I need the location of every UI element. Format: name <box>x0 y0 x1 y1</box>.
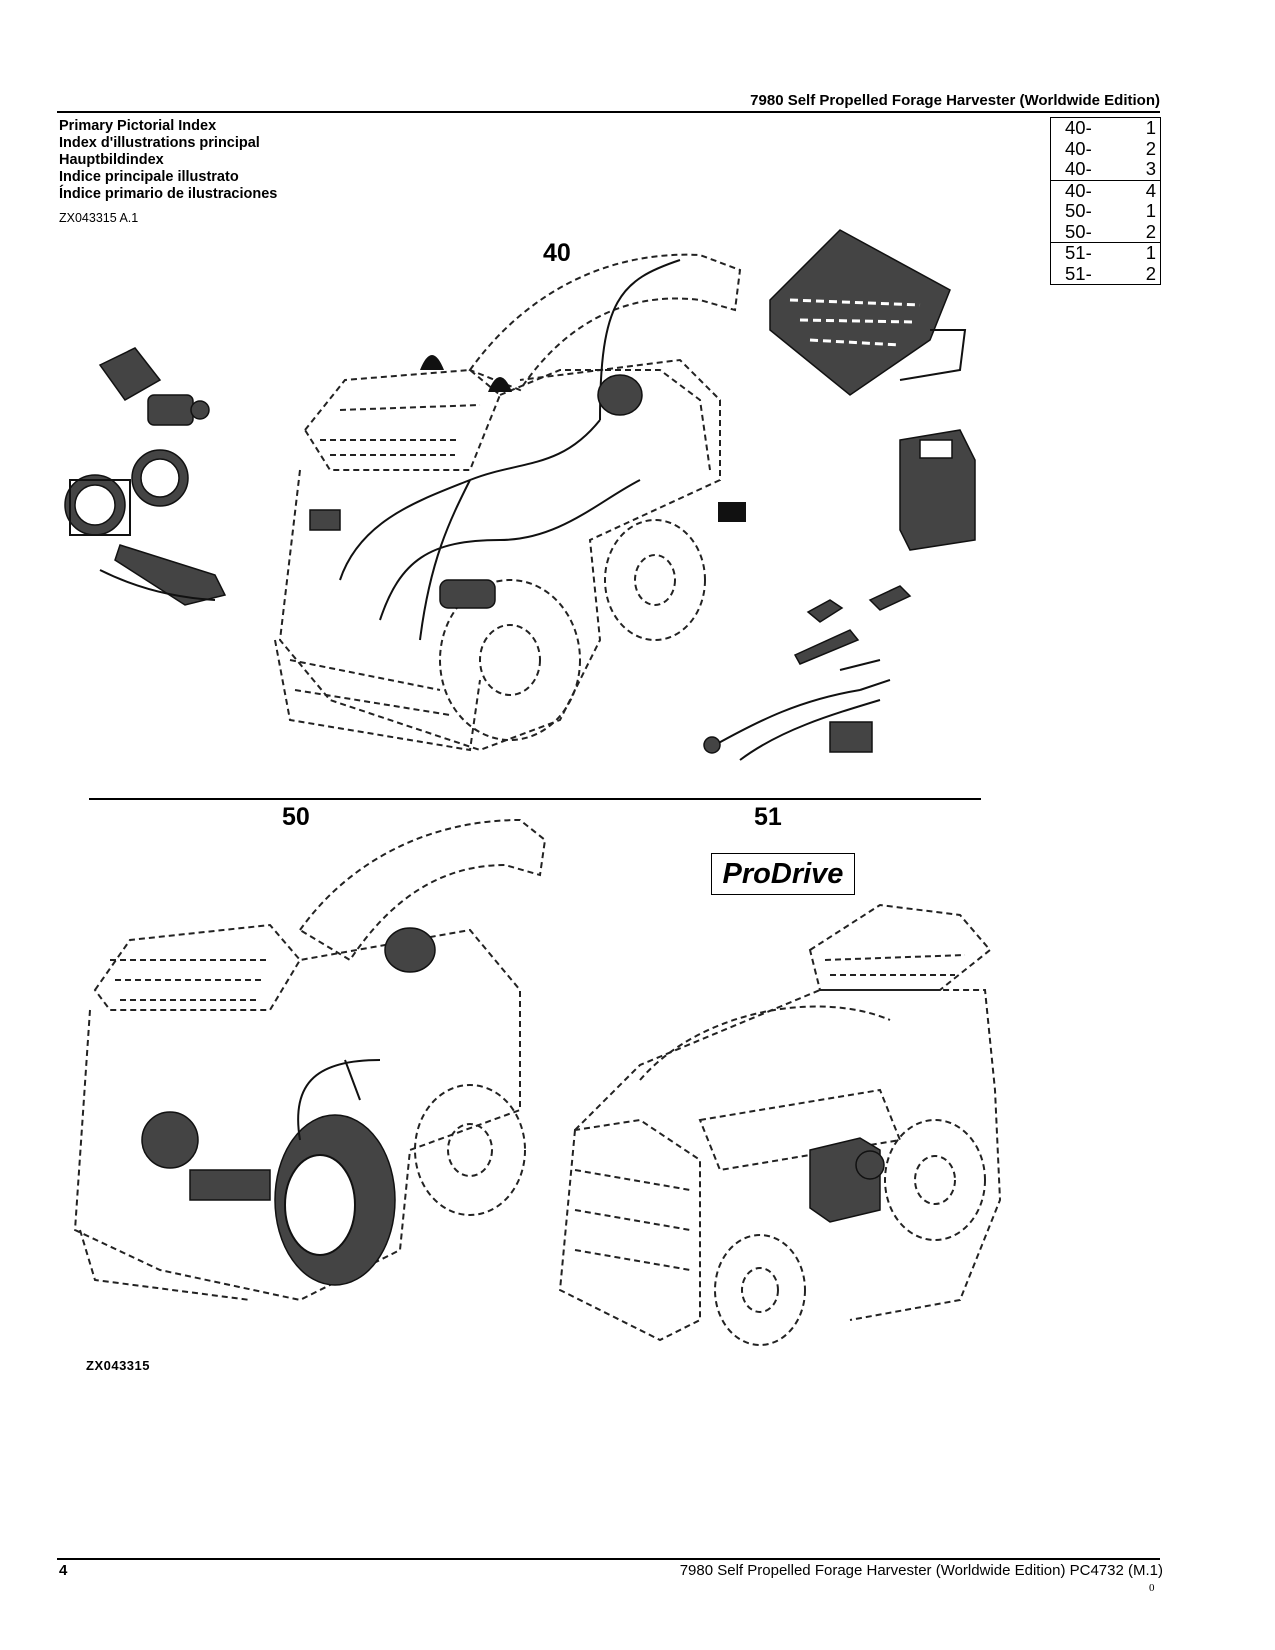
index-section: 40- <box>1065 137 1092 159</box>
footer-divider <box>57 1558 1160 1560</box>
round-connector-icon[interactable] <box>64 449 189 536</box>
page-number: 4 <box>59 1562 68 1579</box>
section-number-51: 51 <box>754 803 782 831</box>
index-section: 51- <box>1065 262 1092 284</box>
index-group: 40- 1 40- 2 40- 3 <box>1051 117 1160 181</box>
index-page: 3 <box>1145 158 1156 179</box>
index-row[interactable]: 40- 1 <box>1051 117 1160 139</box>
index-row[interactable]: 40- 4 <box>1051 179 1160 202</box>
title-spanish: Índice primario de ilustraciones <box>59 186 278 202</box>
index-group: 40- 4 50- 1 50- 2 <box>1051 179 1160 243</box>
index-section: 40- <box>1065 117 1092 138</box>
index-page: 1 <box>1145 117 1156 138</box>
index-section: 51- <box>1065 242 1092 263</box>
harvester-illustration-50[interactable] <box>73 818 547 1302</box>
index-page: 2 <box>1145 220 1156 242</box>
title-french: Index d'illustrations principal <box>59 135 260 151</box>
index-titles: Primary Pictorial Index Index d'illustra… <box>59 118 277 203</box>
index-page: 2 <box>1145 262 1156 284</box>
trim-strip-icon[interactable] <box>99 544 227 606</box>
footer-mark: 0 <box>1149 1582 1155 1594</box>
header-divider <box>57 111 1160 113</box>
section-index-table: 40- 1 40- 2 40- 3 40- 4 50- 1 50- 2 51- 1 51- 2 <box>1050 117 1161 285</box>
index-page: 2 <box>1145 137 1156 159</box>
control-unit-icon[interactable] <box>899 429 976 551</box>
title-italian: Indice principale illustrato <box>59 169 239 185</box>
title-english: Primary Pictorial Index <box>59 118 217 134</box>
section-divider <box>89 798 981 800</box>
index-row[interactable]: 51- 1 <box>1051 242 1160 264</box>
index-section: 50- <box>1065 220 1092 242</box>
index-section: 40- <box>1065 158 1092 179</box>
harvester-illustration-51[interactable] <box>558 903 1002 1346</box>
index-section: 50- <box>1065 200 1092 221</box>
harvester-illustration-40[interactable] <box>274 253 746 752</box>
starter-motor-icon[interactable] <box>98 347 210 426</box>
index-page: 1 <box>1145 200 1156 221</box>
index-row[interactable]: 50- 2 <box>1051 220 1160 243</box>
section-number-40: 40 <box>543 239 571 267</box>
title-german: Hauptbildindex <box>59 152 164 168</box>
index-section: 40- <box>1065 179 1092 201</box>
wiring-harness-icon[interactable] <box>703 659 891 761</box>
section-number-50: 50 <box>282 803 310 831</box>
index-row[interactable]: 40- 2 <box>1051 137 1160 160</box>
terminal-icons[interactable] <box>793 585 912 665</box>
index-page: 4 <box>1145 179 1156 201</box>
fuse-box-icon[interactable] <box>769 229 967 396</box>
figure-reference: ZX043315 A.1 <box>59 211 139 225</box>
index-group: 51- 1 51- 2 <box>1051 242 1160 285</box>
figure-id: ZX043315 <box>86 1358 150 1373</box>
footer-text: 7980 Self Propelled Forage Harvester (Wo… <box>679 1562 1163 1579</box>
prodrive-label: ProDrive <box>711 853 855 895</box>
header-title: 7980 Self Propelled Forage Harvester (Wo… <box>750 92 1160 109</box>
index-page: 1 <box>1145 242 1156 263</box>
index-row[interactable]: 50- 1 <box>1051 200 1160 222</box>
index-row[interactable]: 40- 3 <box>1051 158 1160 180</box>
index-row[interactable]: 51- 2 <box>1051 262 1160 285</box>
